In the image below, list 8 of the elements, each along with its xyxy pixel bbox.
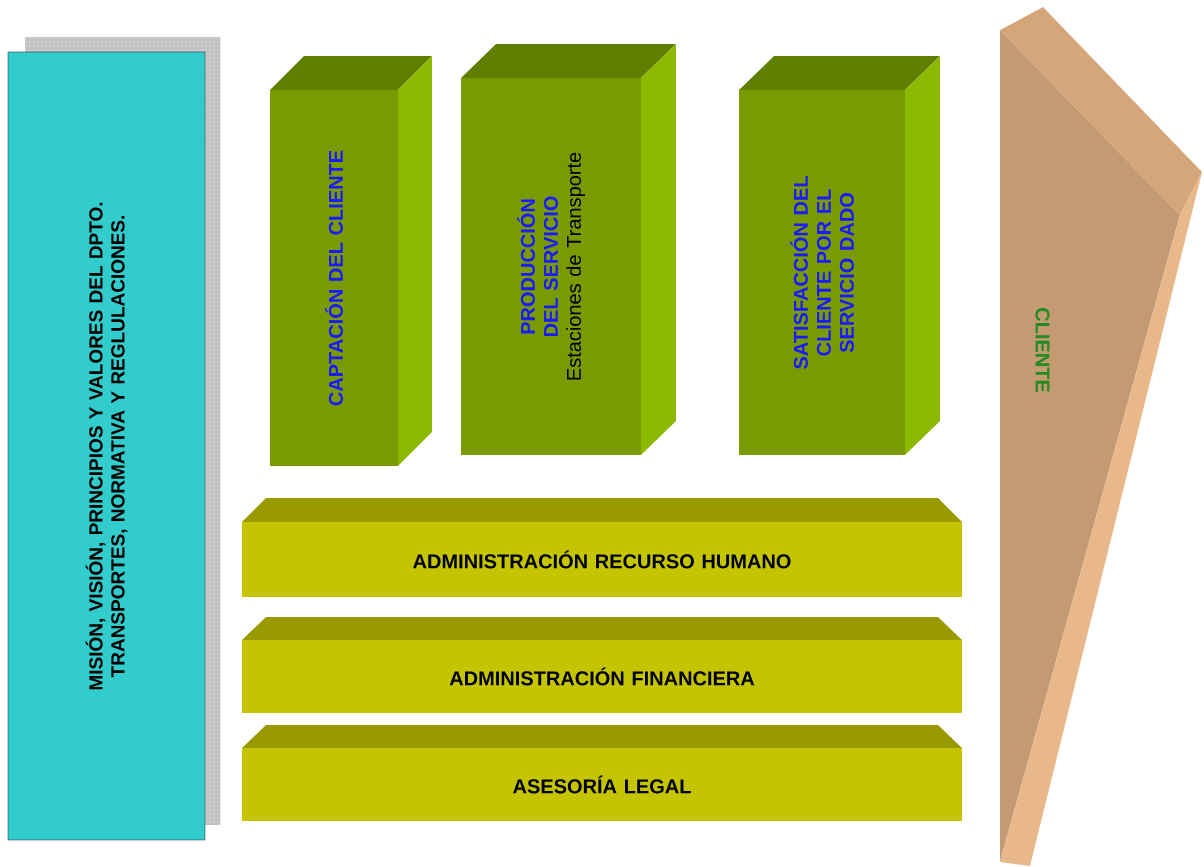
mission-panel: MISIÓN, VISIÓN, PRINCIPIOS Y VALORES DEL DPTO. TRANSPORTES, NORMATIVA Y REGLULACIONES. [7, 36, 221, 841]
layer-bar: ADMINISTRACIÓN FINANCIERA [242, 617, 962, 713]
column-block: CAPTACIÓN DEL CLIENTE [270, 56, 432, 466]
customer-chevron: CLIENTE [1000, 7, 1202, 866]
column-block: PRODUCCIÓN DEL SERVICIO Estaciones de Transporte [461, 44, 676, 455]
layer-bar: ASESORÍA LEGAL [242, 725, 962, 821]
column-block: SATISFACCIÓN DEL CLIENTE POR EL SERVICIO DADO [739, 56, 940, 455]
layer-bar: ADMINISTRACIÓN RECURSO HUMANO [242, 498, 962, 597]
